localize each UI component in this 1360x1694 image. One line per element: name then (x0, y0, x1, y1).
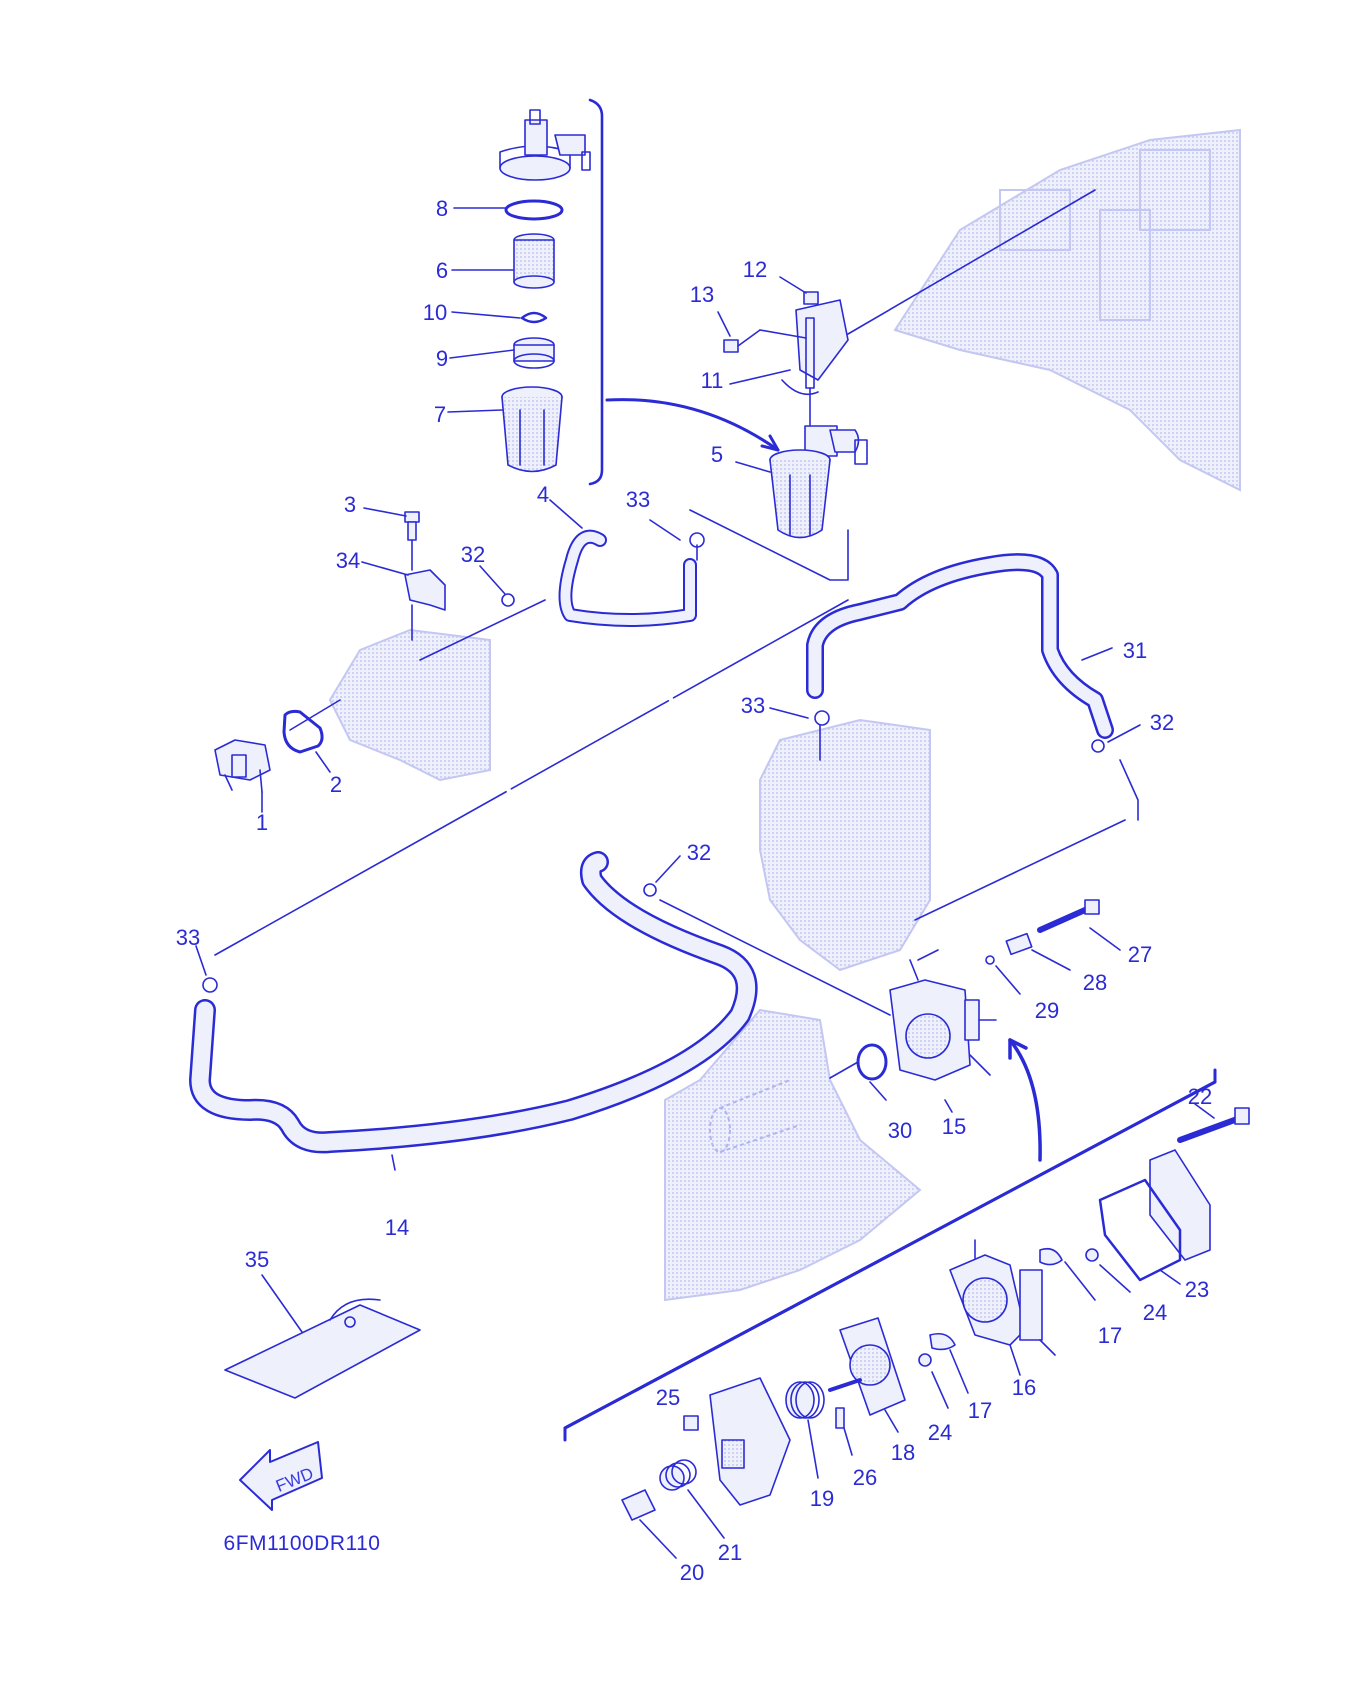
callout-31: 31 (1123, 638, 1147, 663)
callout-25: 25 (656, 1385, 680, 1410)
callout-3: 3 (344, 492, 356, 517)
callout-24a: 24 (1143, 1300, 1167, 1325)
callout-5: 5 (711, 442, 723, 467)
callout-18: 18 (891, 1440, 915, 1465)
callout-7: 7 (434, 402, 446, 427)
callout-33c: 33 (176, 925, 200, 950)
bracket-ghost (328, 628, 491, 782)
callout-4: 4 (537, 482, 549, 507)
o-ring-30 (856, 1043, 888, 1081)
hose-4 (558, 529, 697, 627)
pump-body-16 (949, 1239, 1056, 1356)
nut-12 (803, 291, 819, 305)
callout-2: 2 (330, 772, 342, 797)
callout-11: 11 (701, 368, 724, 393)
engine-cowling-ghost (893, 128, 1241, 492)
callout-10: 10 (423, 300, 447, 325)
callout-13: 13 (690, 282, 714, 307)
filter-head-exploded (499, 109, 591, 181)
valve-17 (1039, 1247, 1063, 1266)
callout-17a: 17 (1098, 1323, 1122, 1348)
fuel-filter-5 (769, 425, 868, 539)
bag-35 (224, 1298, 421, 1399)
callout-33a: 33 (626, 487, 650, 512)
bolt-3 (404, 511, 420, 541)
callout-14: 14 (385, 1215, 409, 1240)
plunger-20 (621, 1489, 656, 1521)
pump-cover (709, 1377, 791, 1506)
filter-cup-7 (501, 386, 563, 473)
callout-15: 15 (942, 1114, 966, 1139)
gasket-2 (282, 709, 324, 754)
diagram-code: 6FM1100DR110 (224, 1532, 381, 1555)
callout-8: 8 (436, 196, 448, 221)
pin-26 (835, 1407, 845, 1429)
callout-labels: 1 2 3 4 5 6 7 8 9 10 11 12 13 14 15 16 1… (176, 196, 1212, 1585)
callout-34: 34 (336, 548, 360, 573)
hose-31 (806, 553, 1114, 739)
bracket-34 (404, 569, 446, 611)
callout-30: 30 (888, 1118, 912, 1143)
linework (189, 98, 1250, 1559)
crankcase-ghost (664, 1008, 922, 1302)
callout-32c: 32 (687, 840, 711, 865)
callout-35: 35 (245, 1247, 269, 1272)
callout-23: 23 (1185, 1277, 1209, 1302)
callout-29: 29 (1035, 998, 1059, 1023)
callout-1: 1 (256, 810, 268, 835)
callout-28: 28 (1083, 970, 1107, 995)
nut-25 (683, 1415, 699, 1431)
joint-1 (214, 739, 271, 793)
fwd-arrow (239, 1441, 323, 1511)
callout-17b: 17 (968, 1398, 992, 1423)
callout-16: 16 (1012, 1375, 1036, 1400)
filter-element-6 (513, 233, 555, 289)
callout-33b: 33 (741, 693, 765, 718)
float-9 (513, 337, 555, 369)
callout-24b: 24 (928, 1420, 952, 1445)
callout-20: 20 (680, 1560, 704, 1585)
spring-19 (785, 1381, 825, 1419)
callout-32b: 32 (1150, 710, 1174, 735)
filter-bracket-11 (781, 299, 849, 396)
collar-28 (1005, 932, 1033, 956)
callout-21: 21 (718, 1540, 742, 1565)
callout-26: 26 (853, 1465, 877, 1490)
bolt-27 (1037, 899, 1100, 933)
screw-22 (1177, 1107, 1250, 1143)
callout-6: 6 (436, 258, 448, 283)
callout-12: 12 (743, 257, 767, 282)
callout-27: 27 (1128, 942, 1152, 967)
clip-10 (520, 311, 548, 324)
callout-9: 9 (436, 346, 448, 371)
screw-24 (1085, 1248, 1099, 1262)
fuel-pump-15 (889, 959, 997, 1081)
o-ring-8 (504, 199, 564, 221)
callout-32a: 32 (461, 542, 485, 567)
bolt-13 (723, 329, 761, 353)
callout-19: 19 (810, 1486, 834, 1511)
diaphragm-18 (828, 1317, 906, 1416)
cover-23 (1149, 1149, 1211, 1261)
cylinder-head-ghost (759, 718, 931, 972)
spring-21 (659, 1459, 697, 1491)
callout-22: 22 (1188, 1084, 1212, 1109)
